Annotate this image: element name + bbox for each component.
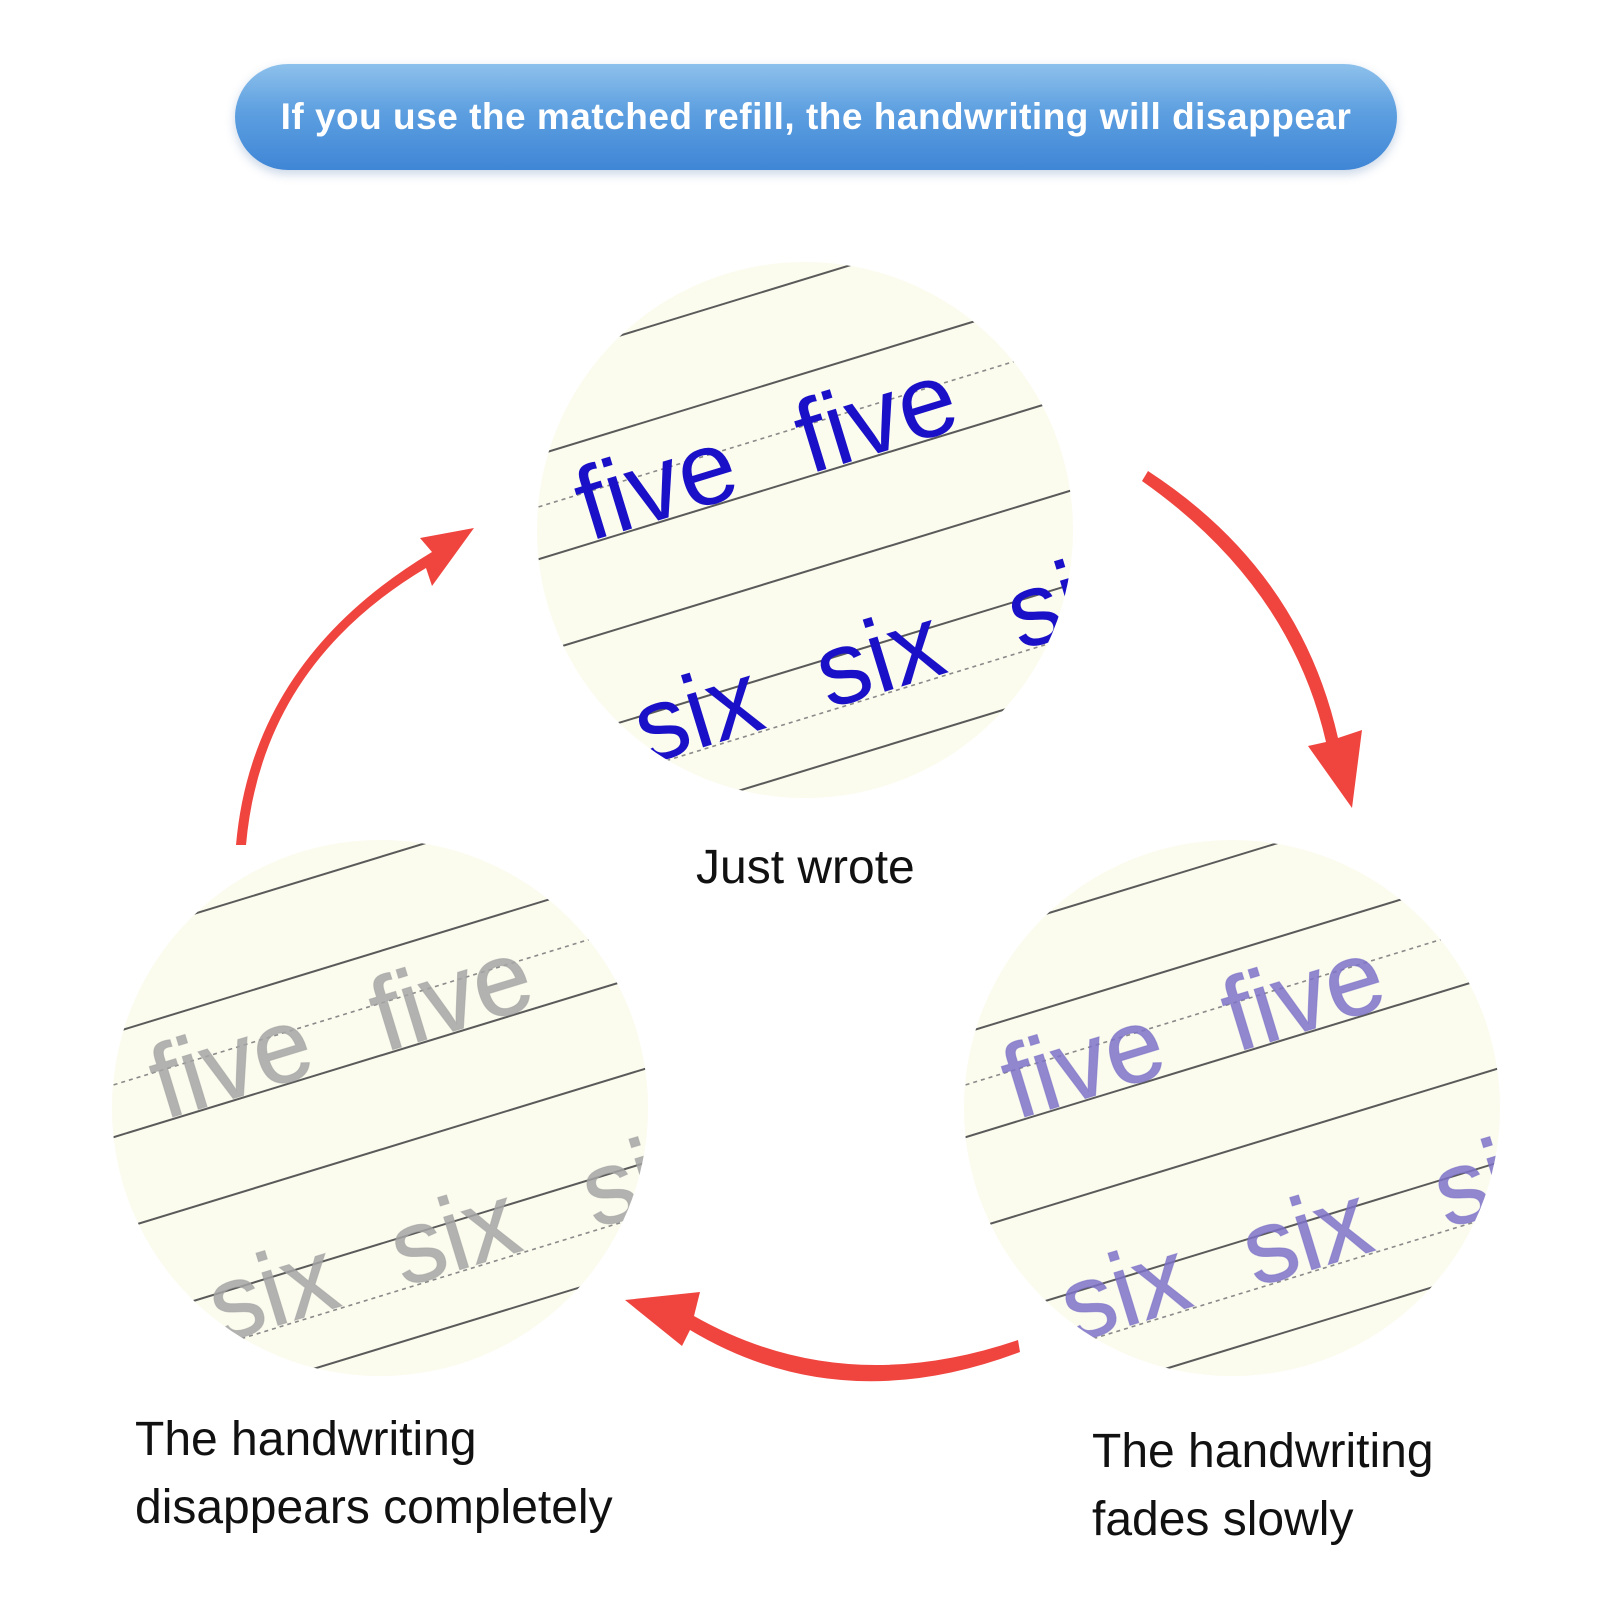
title-banner: If you use the matched refill, the handw… [235, 64, 1397, 170]
dotted-guide-line [964, 1162, 1500, 1376]
arrow-top-to-right [1142, 471, 1362, 808]
ruled-line [112, 1210, 648, 1376]
arrow-curved-icon [625, 1292, 1020, 1382]
ruled-line [112, 840, 648, 997]
arrow-curved-icon [236, 528, 474, 845]
ruled-line [964, 840, 1500, 997]
handwritten-word: e [22, 1049, 111, 1177]
arrow-right-to-left [625, 1292, 1020, 1382]
caption-just-wrote: Just wrote [696, 834, 915, 902]
ruled-line [537, 632, 1073, 798]
dotted-guide-line [537, 584, 1073, 798]
ruled-line [537, 262, 1073, 419]
caption-line: fades slowly [1092, 1493, 1354, 1546]
caption-line: The handwriting [1092, 1425, 1434, 1478]
caption-line: The handwriting [135, 1413, 477, 1466]
caption-line: disappears completely [135, 1481, 613, 1534]
handwritten-word: e [874, 1049, 963, 1177]
caption-fades-slowly: The handwriting fades slowly [1092, 1418, 1434, 1554]
caption-line: Just wrote [696, 841, 915, 894]
banner-title: If you use the matched refill, the handw… [280, 96, 1352, 137]
caption-disappears: The handwriting disappears completely [135, 1406, 613, 1542]
arrow-left-to-top [236, 528, 474, 845]
ruled-line [964, 1210, 1500, 1376]
arrow-curved-icon [1142, 471, 1362, 808]
